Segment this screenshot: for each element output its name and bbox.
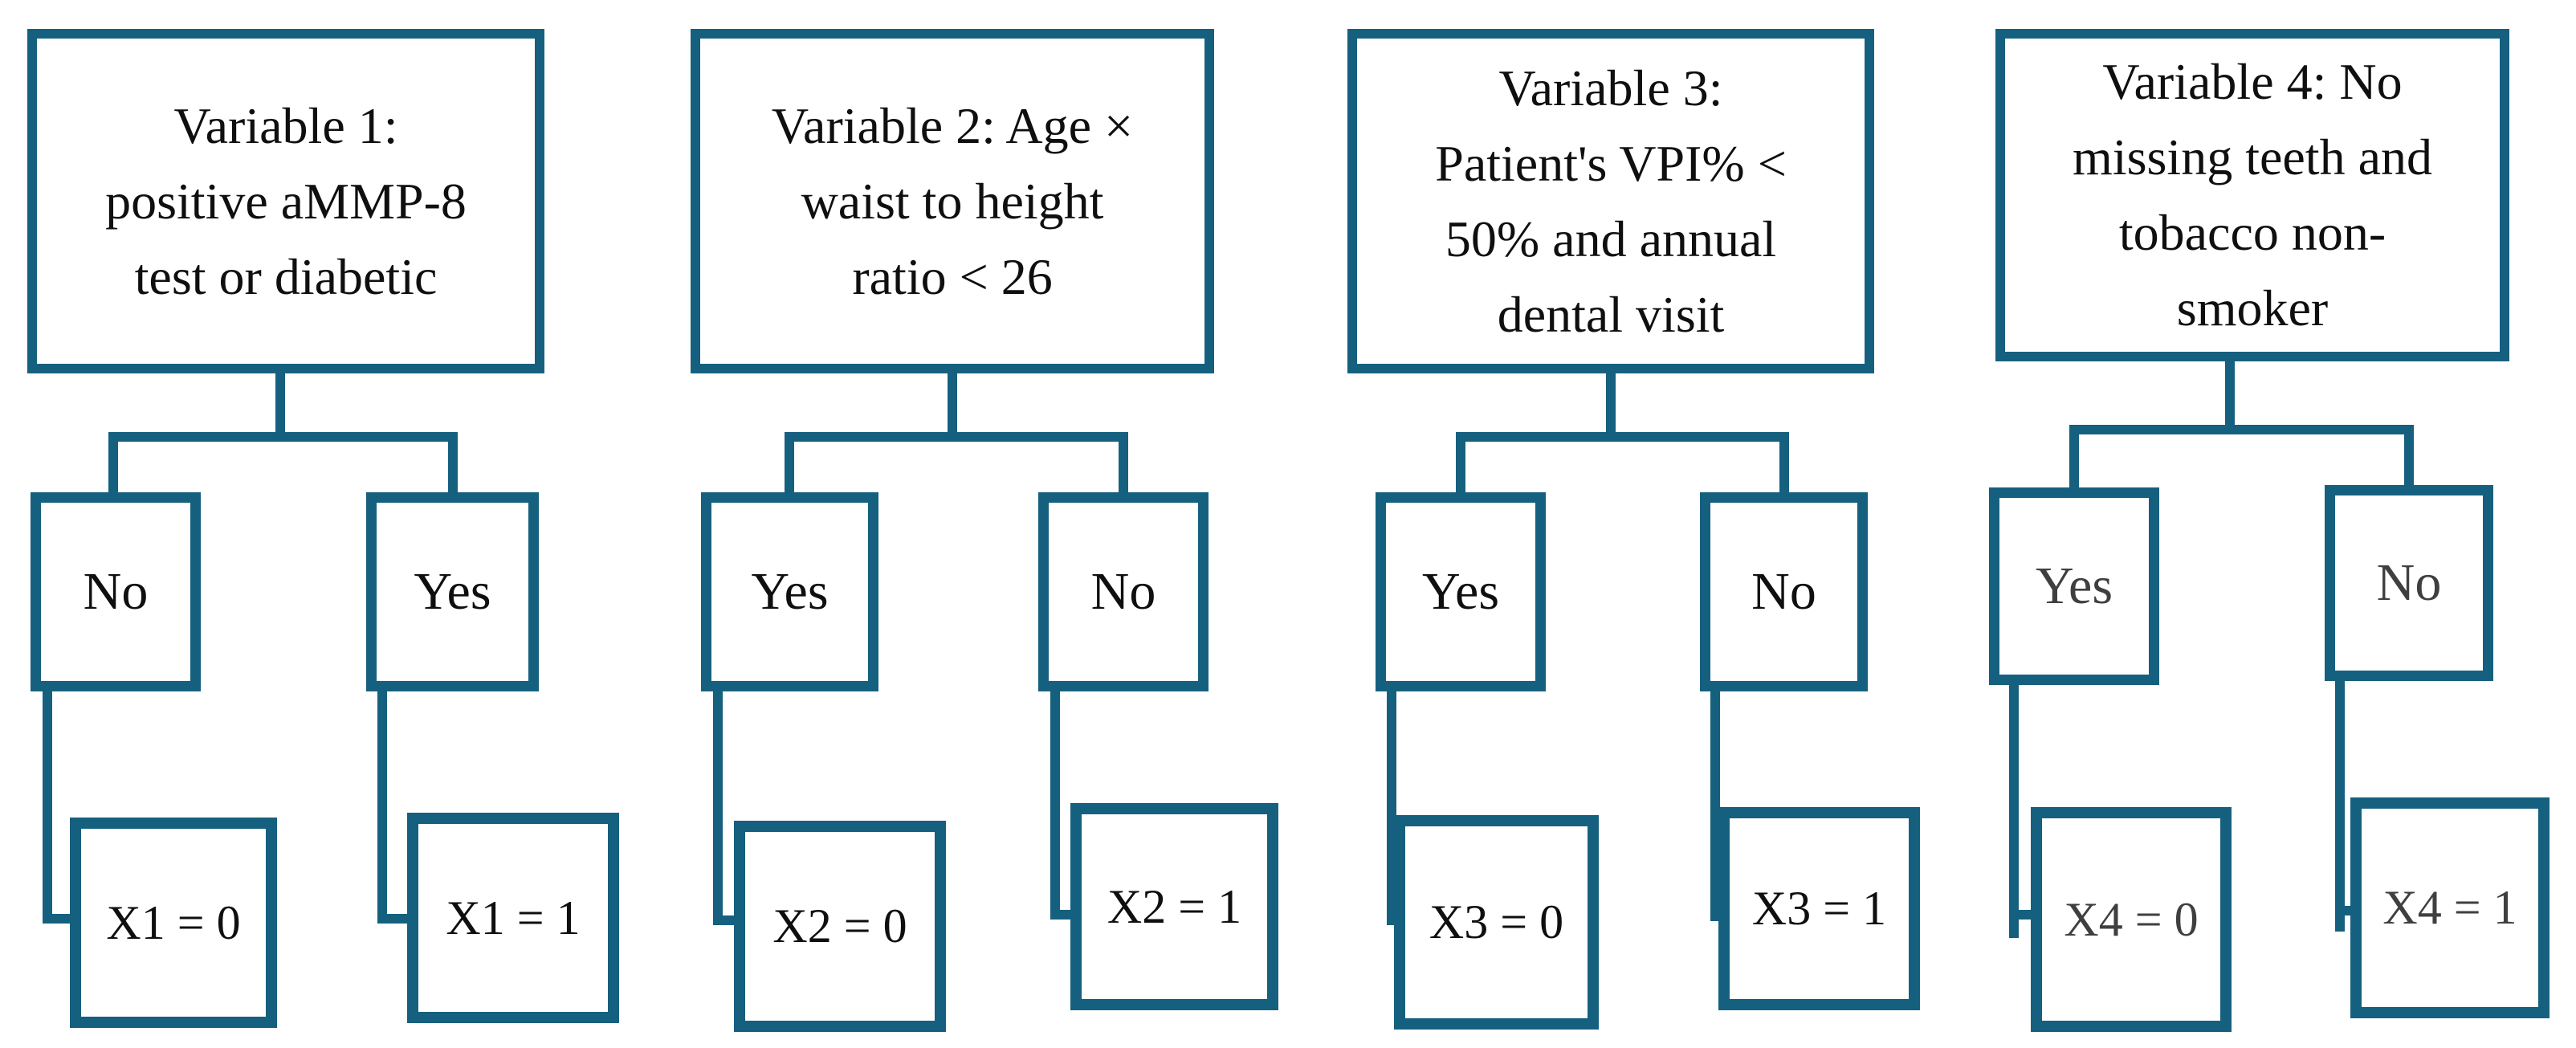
variable-2-title-line-3: ratio < 26	[852, 247, 1053, 305]
option-box-2-right: No	[1038, 492, 1209, 691]
connector-drop-1-left	[108, 432, 118, 492]
exit-line-1-left	[43, 691, 52, 924]
variable-4-title-line-2: missing teeth and	[2073, 128, 2432, 186]
value-label-4-left: X4 = 0	[2064, 892, 2199, 946]
option-box-1-right: Yes	[366, 492, 539, 691]
variable-3-box: Variable 3: Patient's VPI% < 50% and ann…	[1347, 29, 1874, 373]
option-label-4-right: No	[2376, 553, 2442, 612]
exit-line-2-left	[713, 691, 723, 925]
elbow-2-right	[1050, 910, 1075, 920]
option-box-2-left: Yes	[701, 492, 878, 691]
value-box-2-left: X2 = 0	[734, 821, 946, 1032]
variable-2-title-line-2: waist to height	[801, 172, 1104, 230]
value-box-3-right: X3 = 1	[1718, 807, 1920, 1010]
elbow-4-left	[2009, 910, 2036, 920]
option-label-1-right: Yes	[414, 562, 491, 621]
variable-1-title-line-2: positive aMMP-8	[105, 172, 467, 230]
value-label-3-left: X3 = 0	[1429, 895, 1564, 948]
variable-1-title-line-1: Variable 1:	[173, 96, 398, 154]
connector-drop-1-right	[448, 432, 458, 492]
connector-drop-3-right	[1779, 432, 1789, 492]
value-box-4-right: X4 = 1	[2350, 797, 2550, 1018]
option-label-3-left: Yes	[1421, 562, 1500, 621]
variable-3-title-line-3: 50% and annual	[1445, 210, 1777, 267]
value-box-1-right: X1 = 1	[407, 813, 619, 1023]
value-box-3-left: X3 = 0	[1394, 815, 1599, 1030]
variable-4-title-line-1: Variable 4: No	[2102, 53, 2403, 110]
option-label-2-right: No	[1090, 562, 1156, 621]
connector-stem-3	[1606, 373, 1616, 442]
value-box-4-left: X4 = 0	[2031, 807, 2232, 1032]
option-box-4-right: No	[2325, 485, 2493, 681]
option-box-4-left: Yes	[1989, 487, 2159, 685]
connector-stem-1	[275, 373, 285, 442]
variable-4-title-line-3: tobacco non-	[2118, 204, 2386, 261]
option-label-3-right: No	[1751, 562, 1816, 621]
variable-4-title-line-4: smoker	[2176, 279, 2329, 336]
variable-3-title-line-1: Variable 3:	[1498, 59, 1723, 116]
connector-stem-2	[948, 373, 957, 442]
option-label-4-left: Yes	[2035, 557, 2113, 615]
connector-drop-4-left	[2069, 425, 2079, 504]
variable-4-box: Variable 4: No missing teeth and tobacco…	[1995, 29, 2509, 361]
connector-bar-1	[108, 432, 458, 442]
value-label-2-left: X2 = 0	[772, 899, 907, 952]
exit-line-1-right	[377, 691, 387, 924]
variable-1-title-line-3: test or diabetic	[134, 247, 438, 305]
option-box-3-left: Yes	[1376, 492, 1546, 691]
elbow-1-left	[43, 914, 75, 924]
connector-drop-2-right	[1119, 432, 1128, 492]
option-box-1-left: No	[31, 492, 201, 691]
elbow-2-left	[713, 915, 739, 925]
option-label-1-left: No	[83, 562, 149, 621]
connector-bar-4	[2069, 425, 2414, 434]
option-box-3-right: No	[1700, 492, 1868, 691]
connector-drop-4-right	[2404, 425, 2414, 501]
connector-drop-2-left	[785, 432, 794, 492]
connector-stem-4	[2225, 361, 2235, 434]
value-box-1-left: X1 = 0	[70, 818, 277, 1028]
value-label-2-right: X2 = 1	[1107, 879, 1242, 933]
value-label-1-right: X1 = 1	[446, 891, 581, 944]
elbow-1-right	[377, 914, 412, 924]
exit-line-4-right	[2335, 681, 2345, 932]
variable-3-title-line-2: Patient's VPI% <	[1435, 134, 1787, 192]
exit-line-3-right	[1710, 691, 1720, 921]
option-label-2-left: Yes	[751, 562, 829, 621]
value-label-1-left: X1 = 0	[106, 895, 241, 949]
value-box-2-right: X2 = 1	[1070, 803, 1278, 1010]
variable-2-title-line-1: Variable 2: Age ×	[771, 96, 1134, 154]
variable-3-title-line-4: dental visit	[1497, 285, 1725, 343]
elbow-4-right	[2335, 906, 2355, 915]
connector-bar-3	[1456, 432, 1789, 442]
exit-line-2-right	[1050, 691, 1060, 920]
exit-line-4-left	[2009, 685, 2019, 938]
value-label-4-right: X4 = 1	[2382, 881, 2517, 934]
connector-drop-3-left	[1456, 432, 1465, 492]
connector-bar-2	[785, 432, 1128, 442]
variable-1-box: Variable 1: positive aMMP-8 test or diab…	[27, 29, 544, 373]
variable-2-box: Variable 2: Age × waist to height ratio …	[691, 29, 1214, 373]
value-label-3-right: X3 = 1	[1751, 882, 1887, 935]
